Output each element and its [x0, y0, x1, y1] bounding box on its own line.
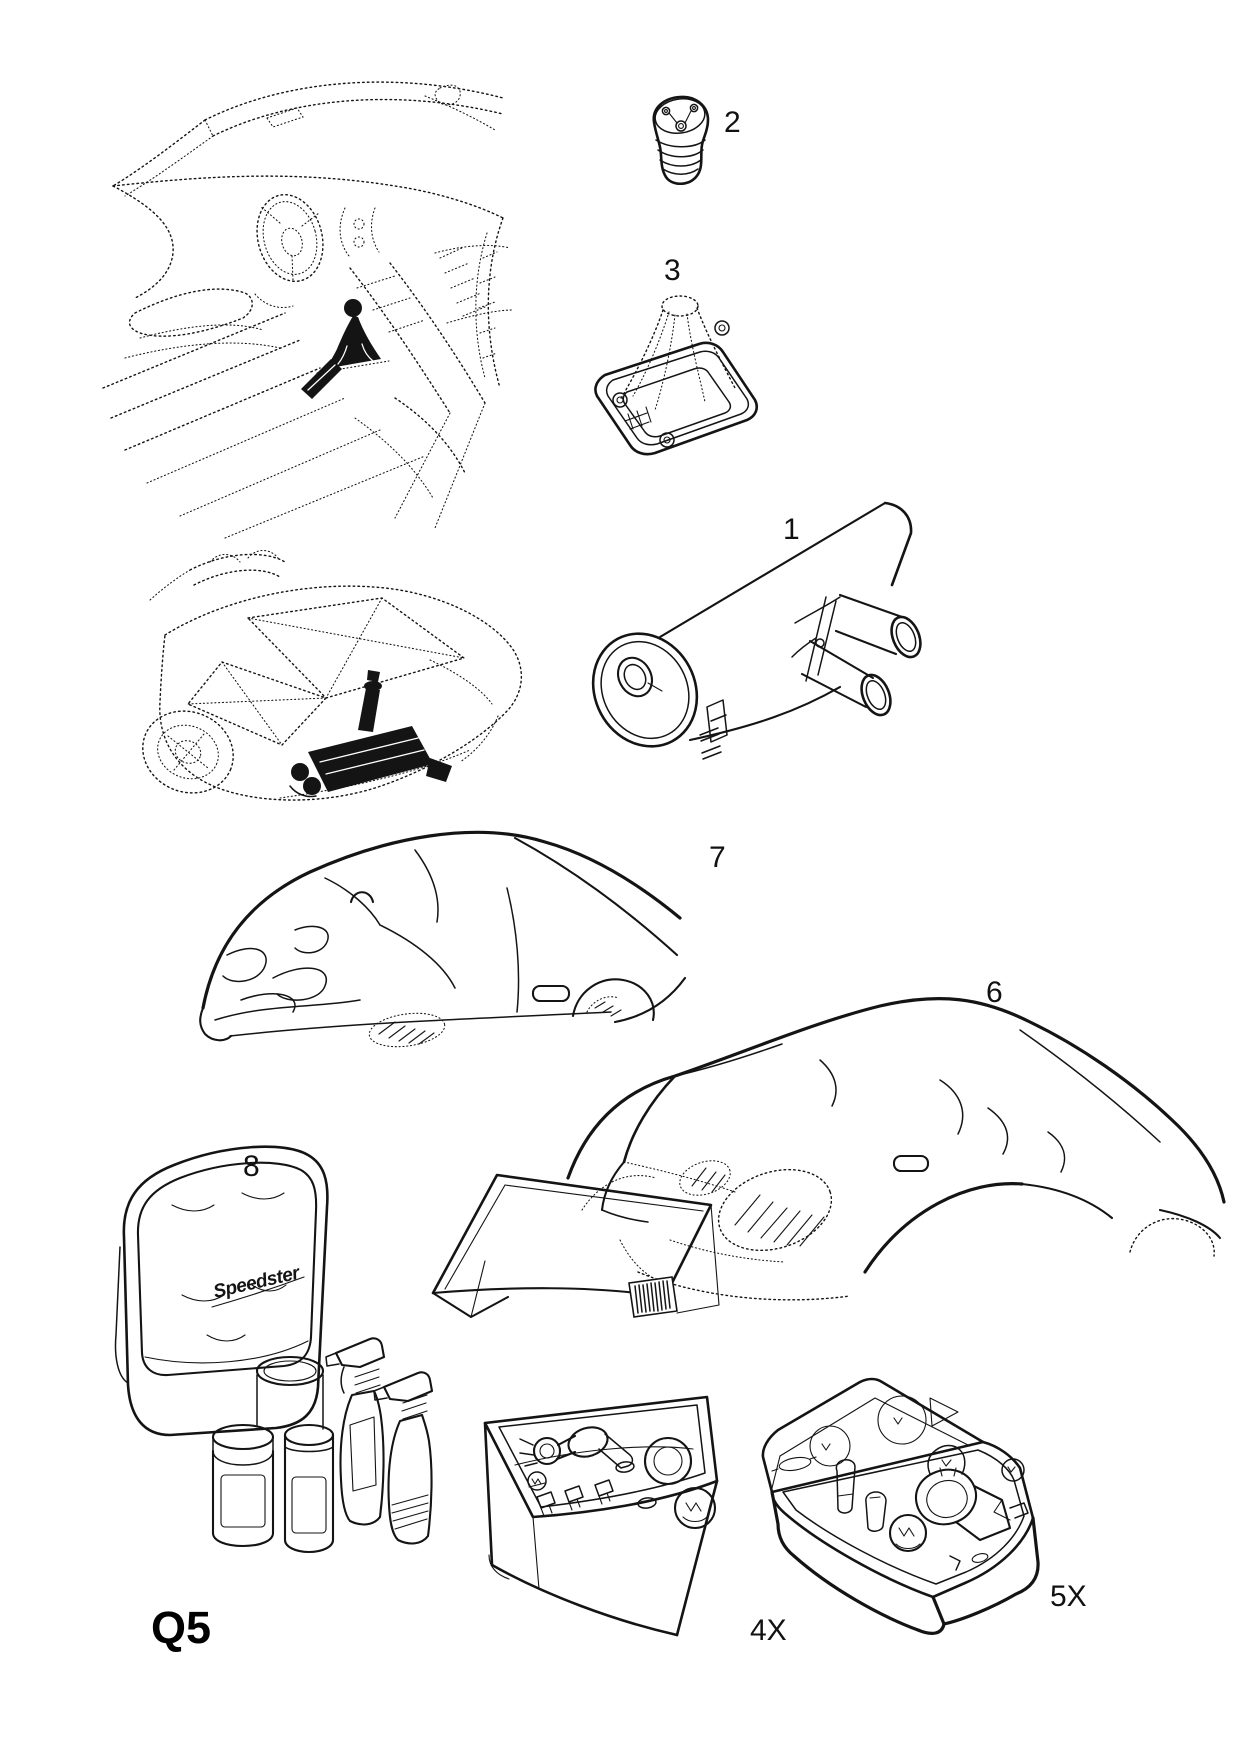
speedster-logo: Speedster [211, 1262, 305, 1308]
shift-pattern [624, 406, 652, 430]
gear-knob-icon [652, 95, 710, 186]
rear-exhaust-reference-icon [142, 549, 523, 801]
callout-car-cover-rear[interactable]: 6 [986, 976, 1003, 1009]
care-jar [283, 1423, 335, 1554]
gear-lever-highlight [301, 299, 390, 399]
headlamp-bulb [519, 1426, 634, 1469]
bulb-kit-case-icon [761, 1377, 1040, 1635]
door-handle [531, 984, 571, 1003]
tailpipes [791, 593, 922, 717]
page-code: Q5 [151, 1602, 212, 1653]
care-jar [211, 1423, 275, 1548]
bulb-kit-carton-icon [431, 1173, 720, 1637]
car-cover-rear-icon [566, 997, 1226, 1301]
care-canister [255, 1355, 325, 1430]
callout-bulb-kit-carton[interactable]: 4X [750, 1614, 787, 1647]
callout-silencer[interactable]: 1 [783, 513, 800, 546]
gear-lever-gaiter-icon [594, 295, 759, 456]
spray-bottle [325, 1337, 386, 1526]
headlamp-hatch [679, 1160, 833, 1252]
interior-gearshift-reference-icon [102, 81, 514, 539]
callout-care-kit[interactable]: 8 [243, 1150, 260, 1183]
sports-silencer-icon [591, 501, 922, 760]
spray-bottle [373, 1371, 434, 1545]
car-cover-front-icon [199, 830, 687, 1048]
care-kit-icon: Speedster [114, 1145, 434, 1554]
lid-through-bulbs [771, 1395, 959, 1472]
callout-bulb-kit-case[interactable]: 5X [1050, 1580, 1087, 1613]
door-handle [892, 1154, 930, 1173]
callout-gear-lever-gaiter[interactable]: 3 [664, 254, 681, 287]
barcode-label [628, 1276, 678, 1318]
fuses [536, 1479, 614, 1517]
callout-gear-knob[interactable]: 2 [724, 106, 741, 139]
exhaust-highlight [289, 670, 452, 798]
h7-bulb [914, 1444, 1029, 1542]
callout-car-cover-front[interactable]: 7 [709, 841, 726, 874]
